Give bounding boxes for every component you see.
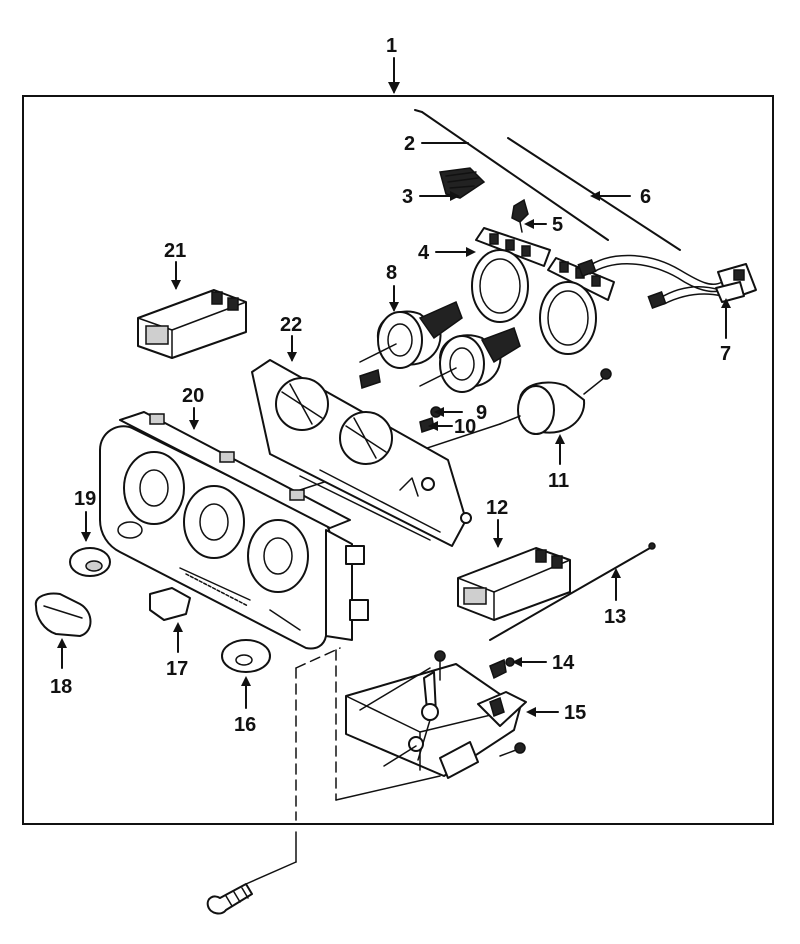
leader-17	[173, 622, 183, 653]
leader-15	[526, 707, 559, 717]
leader-12	[493, 519, 503, 548]
part-knob-18	[34, 592, 92, 637]
callout-22: 22	[280, 314, 302, 336]
callout-5: 5	[552, 214, 563, 236]
callout-9: 9	[476, 402, 487, 424]
part-bracket-assembly	[345, 650, 527, 779]
callout-8: 8	[386, 262, 397, 284]
part-knob-16	[221, 639, 271, 673]
leader-3	[419, 191, 460, 201]
part-dial-housing-4	[471, 227, 615, 355]
leader-11	[555, 434, 565, 465]
part-knob-19	[69, 547, 111, 577]
callout-12: 12	[486, 497, 508, 519]
part-cable-13	[489, 542, 656, 641]
leader-1	[388, 57, 400, 94]
part-harness-7	[577, 254, 757, 309]
part-screw	[206, 883, 253, 915]
callout-19: 19	[74, 488, 96, 510]
leader-18	[57, 638, 67, 669]
callout-14: 14	[552, 652, 575, 674]
leader-7	[721, 298, 731, 339]
leader-4	[435, 247, 476, 257]
part-module-21	[137, 289, 247, 359]
callout-13: 13	[604, 606, 626, 628]
assembly-frame	[22, 95, 774, 825]
callout-11: 11	[548, 470, 569, 492]
callout-20: 20	[182, 385, 204, 407]
part-button-17	[149, 587, 191, 621]
part-bezel-20	[99, 411, 369, 650]
mounting-lines	[245, 647, 441, 885]
part-spring-14	[489, 657, 515, 680]
callout-6: 6	[640, 186, 651, 208]
part-spring	[359, 369, 381, 389]
part-pin-9	[430, 406, 463, 418]
leader-21	[171, 261, 181, 290]
leader-16	[241, 676, 251, 709]
callout-3: 3	[402, 186, 413, 208]
callout-15: 15	[564, 702, 586, 724]
part-backplate-22	[251, 359, 472, 547]
callout-17: 17	[166, 658, 188, 680]
leader-5	[524, 219, 547, 229]
callout-2: 2	[404, 133, 415, 155]
part-rotary-8	[359, 300, 521, 393]
part-clip-3	[439, 167, 486, 199]
leader-6	[590, 191, 631, 201]
leader-20	[189, 407, 199, 430]
leader-14	[512, 657, 547, 667]
callout-16: 16	[234, 714, 256, 736]
callout-21: 21	[164, 240, 186, 262]
callout-7: 7	[720, 343, 731, 365]
leader-8	[389, 285, 399, 312]
callout-4: 4	[418, 242, 430, 264]
leader-19	[81, 511, 91, 542]
part-pin-10	[419, 417, 453, 433]
leader-13	[611, 568, 621, 601]
callout-1: 1	[386, 35, 397, 57]
callout-10: 10	[454, 416, 476, 438]
part-rod-2	[414, 109, 609, 241]
part-clip-5	[511, 198, 529, 233]
part-module-12	[457, 547, 571, 621]
callout-18: 18	[50, 676, 72, 698]
leader-22	[287, 335, 297, 362]
